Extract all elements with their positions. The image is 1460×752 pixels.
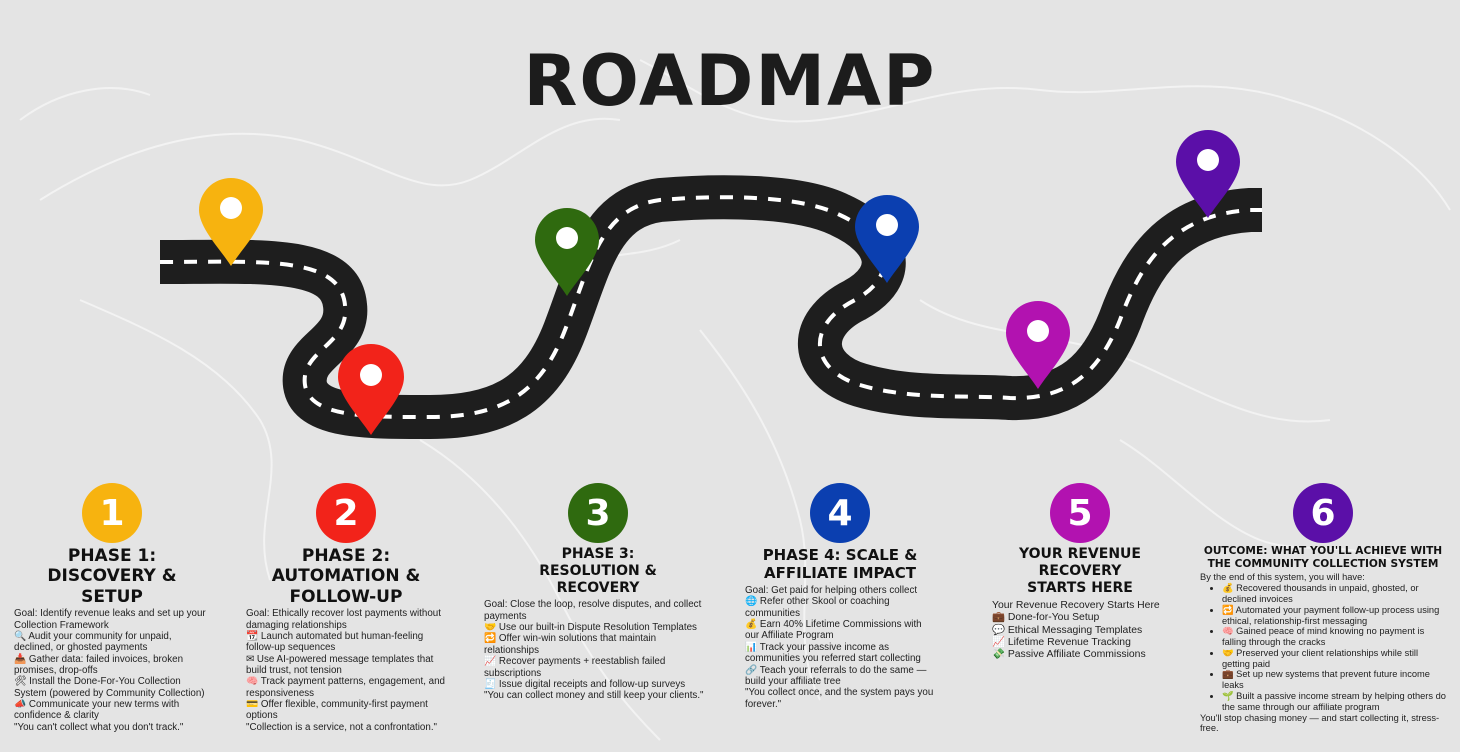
- phase-step: 🧾 Issue digital receipts and follow-up s…: [484, 678, 686, 690]
- phase-heading: YOUR REVENUE RECOVERY STARTS HERE: [1019, 546, 1141, 596]
- phase-1: 1 PHASE 1: DISCOVERY & SETUP Goal: Ident…: [14, 483, 210, 733]
- phase-step: 📊 Track your passive income as communiti…: [745, 641, 921, 665]
- phase-step: 📈 Recover payments + reestablish failed …: [484, 656, 666, 679]
- phase-details: Goal: Ethically recover lost payments wi…: [246, 608, 446, 733]
- phase-number-badge: 6: [1293, 483, 1353, 543]
- map-pin-icon-4: [855, 195, 919, 283]
- phase-step: 📆 Launch automated but human-feeling fol…: [246, 630, 424, 654]
- phase-number-badge: 5: [1050, 483, 1110, 543]
- phase-heading: PHASE 1: DISCOVERY & SETUP: [47, 546, 177, 607]
- phase-goal: Goal: Get paid for helping others collec…: [745, 585, 918, 596]
- phase-goal: Goal: Close the loop, resolve disputes, …: [484, 599, 702, 622]
- phase-details: Goal: Close the loop, resolve disputes, …: [484, 599, 712, 701]
- phase-heading: PHASE 3: RESOLUTION & RECOVERY: [539, 546, 657, 596]
- phase-4: 4 PHASE 4: SCALE & AFFILIATE IMPACT Goal…: [745, 483, 935, 710]
- map-pin-icon-1: [199, 178, 263, 266]
- page-title: ROADMAP: [523, 40, 937, 122]
- phase-step: 📣 Communicate your new terms with confid…: [14, 699, 180, 722]
- map-pin-icon-6: [1176, 130, 1240, 218]
- phase-number-badge: 3: [568, 483, 628, 543]
- phase-step: 🤝 Use our built-in Dispute Resolution Te…: [484, 622, 697, 634]
- phase-quote: "Collection is a service, not a confront…: [246, 721, 438, 733]
- phase-6: 6 OUTCOME: WHAT YOU'LL ACHIEVE WITH THE …: [1200, 483, 1446, 734]
- phase-step: 🔍 Audit your community for unpaid, decli…: [14, 630, 172, 654]
- phase-step: 📥 Gather data: failed invoices, broken p…: [14, 653, 184, 676]
- phase-quote: "You collect once, and the system pays y…: [745, 687, 934, 710]
- road-center-dashes: [159, 195, 1262, 420]
- phase-intro: Your Revenue Recovery Starts Here: [992, 600, 1160, 612]
- phase-number-badge: 1: [82, 483, 142, 543]
- phase-item: 💼 Done-for-You Setup: [992, 612, 1100, 624]
- phase-step: 💰 Earn 40% Lifetime Commissions with our…: [745, 619, 922, 642]
- phase-goal: Goal: Identify revenue leaks and set up …: [14, 608, 206, 631]
- outcome-item: 🌱 Built a passive income stream by helpi…: [1222, 691, 1446, 713]
- phase-details: Your Revenue Recovery Starts Here 💼 Done…: [992, 600, 1168, 660]
- outcome-item: 🤝 Preserved your client relationships wh…: [1222, 648, 1446, 670]
- outcome-item: 🧠 Gained peace of mind knowing no paymen…: [1222, 626, 1446, 648]
- phase-5: 5 YOUR REVENUE RECOVERY STARTS HERE Your…: [992, 483, 1168, 661]
- phase-item: 💬 Ethical Messaging Templates: [992, 624, 1143, 636]
- phase-step: 🌐 Refer other Skool or coaching communit…: [745, 596, 890, 619]
- phase-step: 🧠 Track payment patterns, engagement, an…: [246, 676, 445, 699]
- phase-details: Goal: Get paid for helping others collec…: [745, 585, 935, 710]
- phase-step: 🔁 Offer win-win solutions that maintain …: [484, 633, 657, 656]
- phase-quote: "You can't collect what you don't track.…: [14, 721, 184, 733]
- outcome-item: 💰 Recovered thousands in unpaid, ghosted…: [1222, 583, 1446, 605]
- phase-quote: "You can collect money and still keep yo…: [484, 690, 704, 702]
- phase-item: 💸 Passive Affiliate Commissions: [992, 648, 1146, 660]
- phase-number-badge: 2: [316, 483, 376, 543]
- phase-step: 💳 Offer flexible, community-first paymen…: [246, 699, 428, 722]
- phase-goal: Goal: Ethically recover lost payments wi…: [246, 608, 441, 631]
- outcome-item: 🔁 Automated your payment follow-up proce…: [1222, 605, 1446, 627]
- map-pin-icon-5: [1006, 301, 1070, 389]
- phase-step: 🛠 Install the Done-For-You Collection Sy…: [14, 676, 205, 699]
- phase-intro: By the end of this system, you will have…: [1200, 572, 1365, 583]
- outcome-list: 💰 Recovered thousands in unpaid, ghosted…: [1200, 583, 1446, 712]
- road-path: [159, 175, 1272, 440]
- phase-heading: OUTCOME: WHAT YOU'LL ACHIEVE WITH THE CO…: [1203, 545, 1443, 570]
- phase-step: ✉ Use AI-powered message templates that …: [246, 653, 434, 676]
- phase-number-badge: 4: [810, 483, 870, 543]
- outcome-item: 💼 Set up new systems that prevent future…: [1222, 669, 1446, 691]
- phase-outro: You'll stop chasing money — and start co…: [1200, 712, 1440, 734]
- phase-heading: PHASE 2: AUTOMATION & FOLLOW-UP: [271, 546, 421, 607]
- phase-details: By the end of this system, you will have…: [1200, 572, 1446, 734]
- phase-2: 2 PHASE 2: AUTOMATION & FOLLOW-UP Goal: …: [246, 483, 446, 733]
- map-pin-icon-2: [338, 344, 404, 435]
- phase-item: 📈 Lifetime Revenue Tracking: [992, 636, 1131, 648]
- phase-details: Goal: Identify revenue leaks and set up …: [14, 608, 210, 733]
- phase-heading: PHASE 4: SCALE & AFFILIATE IMPACT: [762, 546, 918, 582]
- map-pin-icon-3: [535, 208, 599, 296]
- phase-3: 3 PHASE 3: RESOLUTION & RECOVERY Goal: C…: [484, 483, 712, 702]
- phase-step: 🔗 Teach your referrals to do the same — …: [745, 664, 927, 687]
